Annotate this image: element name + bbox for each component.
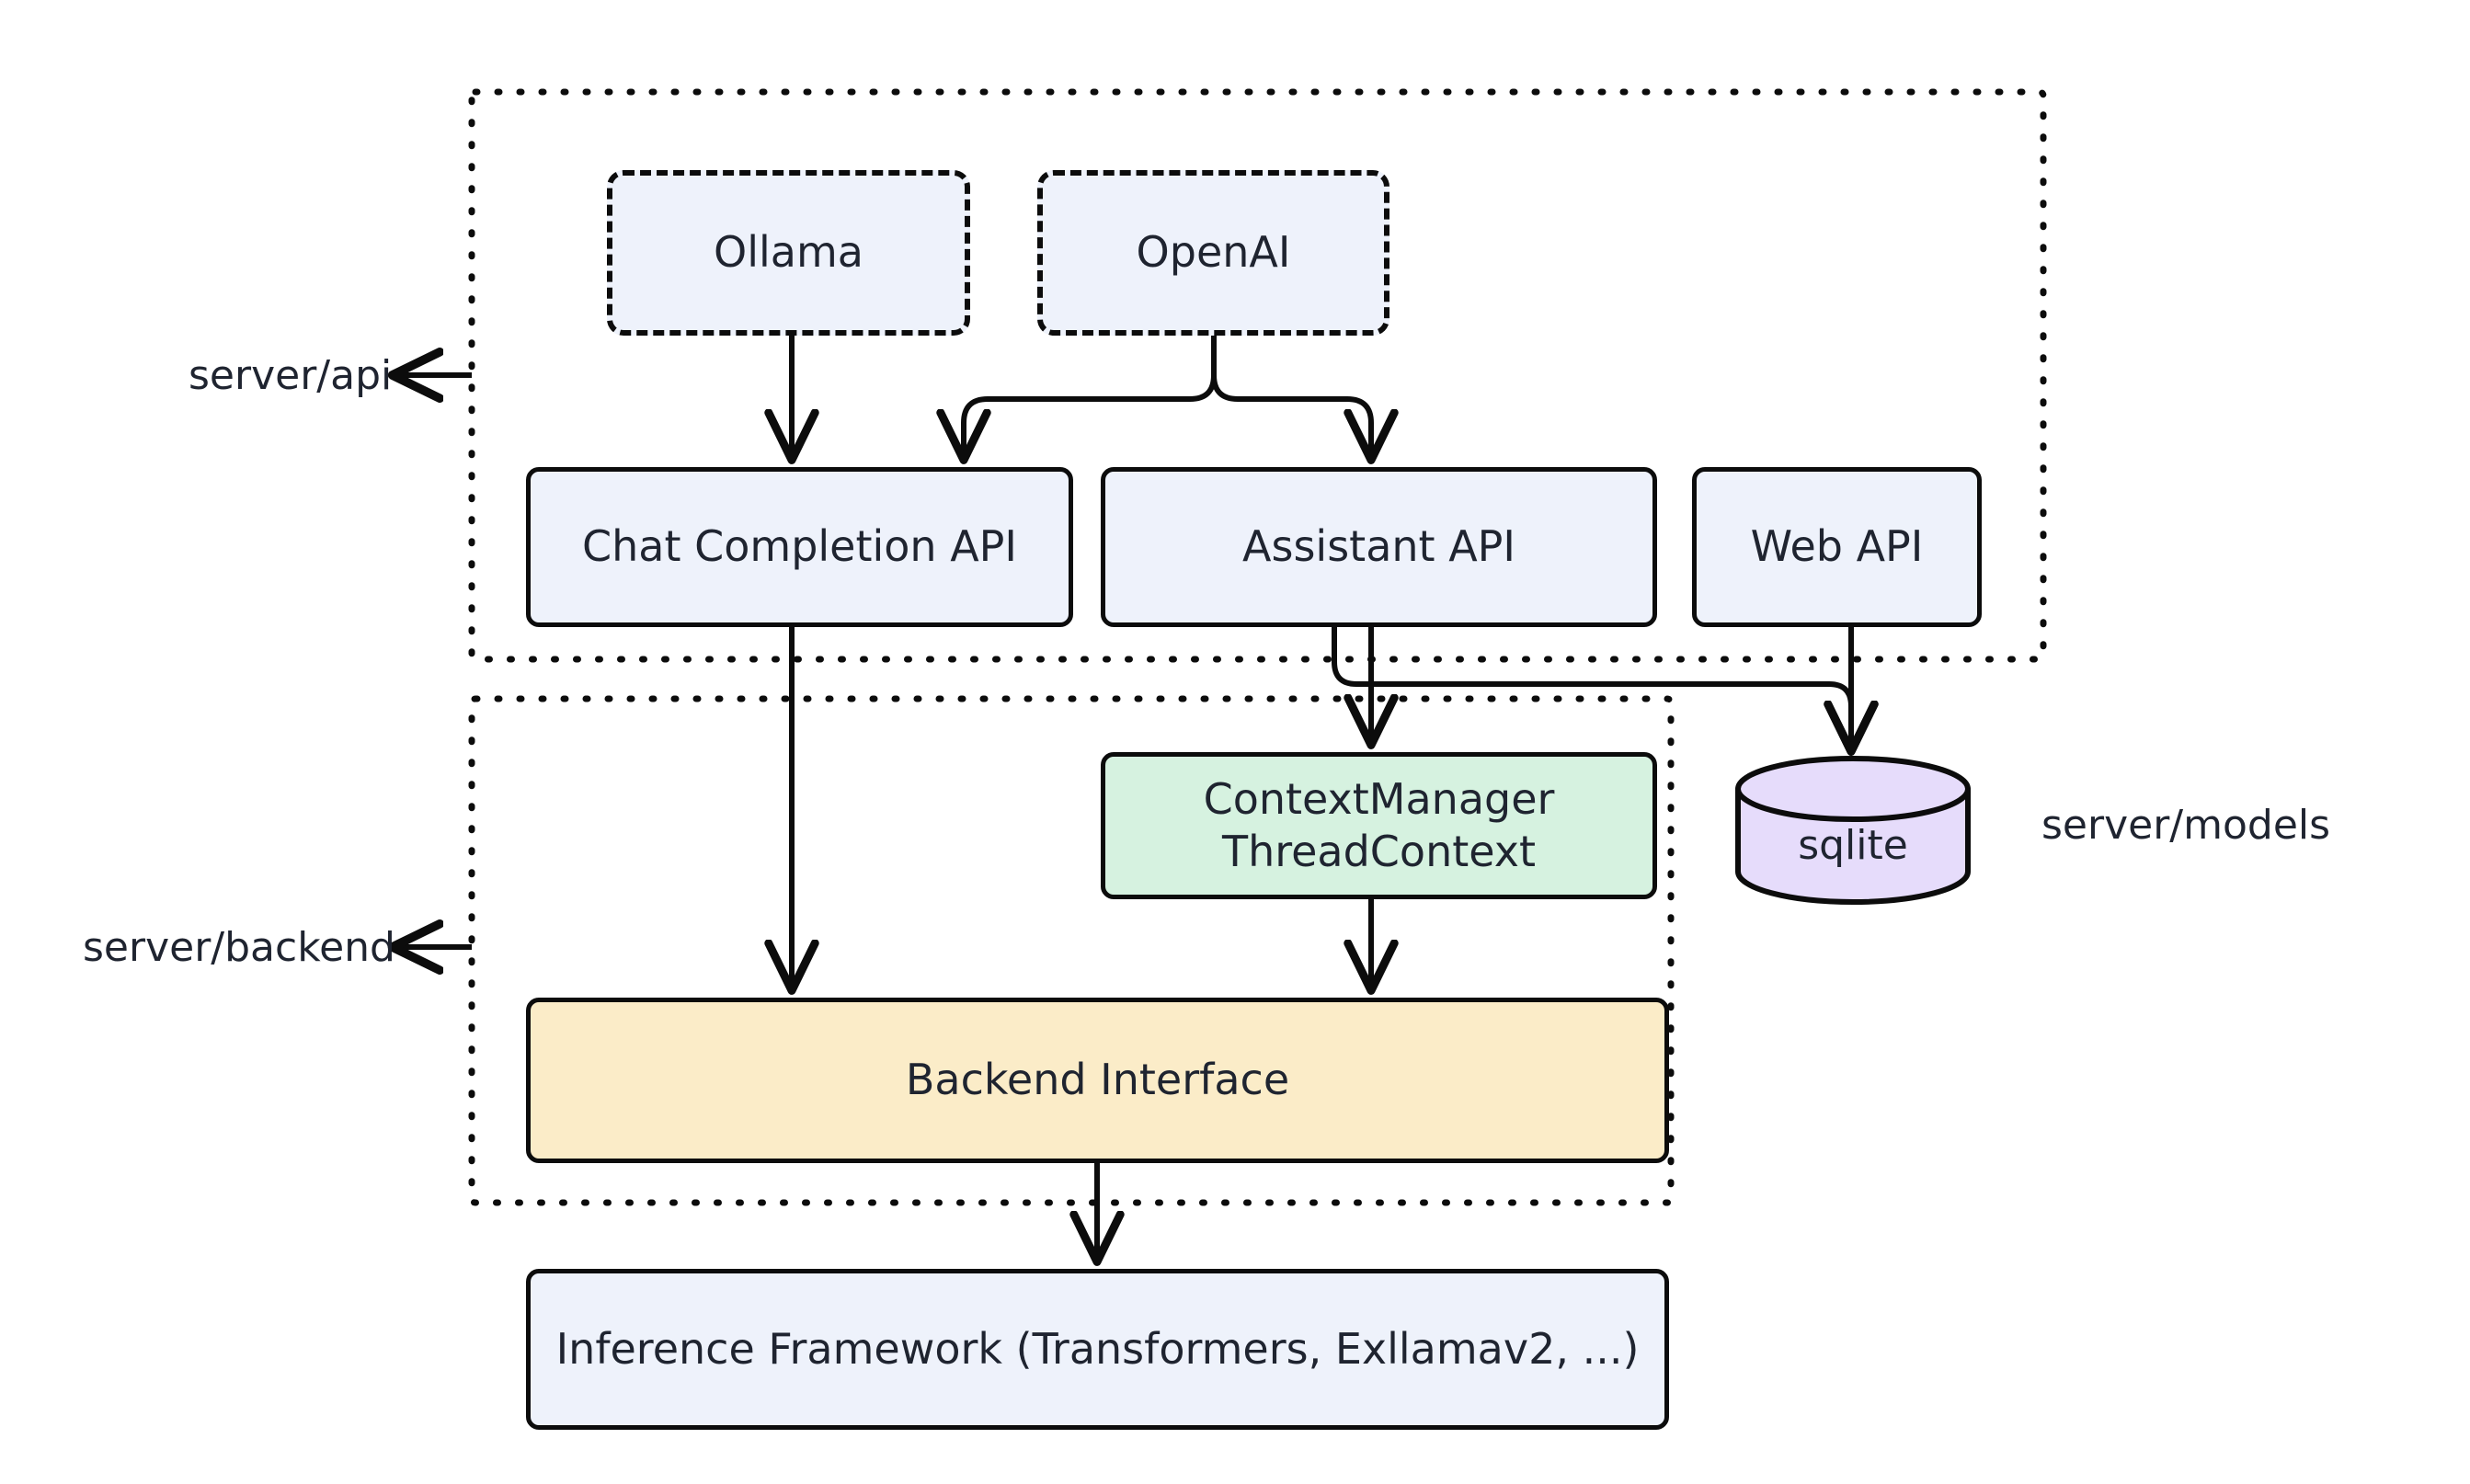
- node-sqlite-label: sqlite: [1798, 822, 1908, 869]
- node-web-api-label: Web API: [1750, 521, 1924, 572]
- group-frame-server-backend: [468, 695, 1675, 1206]
- group-label-server-models: server/models: [2041, 802, 2331, 849]
- node-inference-framework[interactable]: Inference Framework (Transformers, Exlla…: [526, 1269, 1669, 1430]
- edge-openai-to-assistant-api: [1211, 336, 1371, 455]
- edge-openai-to-chat-completion-api: [964, 336, 1217, 455]
- node-sqlite[interactable]: sqlite: [1738, 789, 1968, 902]
- sqlite-cylinder-shape: [1735, 756, 1971, 905]
- node-chat-completion-api-label: Chat Completion API: [582, 521, 1017, 572]
- node-ollama[interactable]: Ollama: [607, 170, 970, 336]
- group-label-server-api: server/api: [189, 352, 393, 399]
- group-frame-server-api: [468, 88, 2047, 663]
- node-web-api[interactable]: Web API: [1692, 467, 1982, 627]
- node-backend-interface[interactable]: Backend Interface: [526, 998, 1669, 1163]
- edge-assistant-api-to-sqlite: [1332, 627, 1851, 747]
- node-ollama-label: Ollama: [714, 227, 863, 278]
- node-context-manager-label-line2: ThreadContext: [1221, 827, 1537, 876]
- node-backend-interface-label: Backend Interface: [905, 1055, 1290, 1105]
- node-openai-label: OpenAI: [1136, 227, 1291, 278]
- node-context-manager[interactable]: ContextManager ThreadContext: [1101, 752, 1657, 899]
- node-context-manager-label-line1: ContextManager: [1203, 773, 1555, 824]
- node-chat-completion-api[interactable]: Chat Completion API: [526, 467, 1073, 627]
- node-inference-framework-label: Inference Framework (Transformers, Exlla…: [555, 1323, 1640, 1374]
- group-label-server-backend: server/backend: [83, 924, 395, 971]
- node-openai[interactable]: OpenAI: [1037, 170, 1389, 336]
- node-assistant-api-label: Assistant API: [1242, 521, 1515, 572]
- node-assistant-api[interactable]: Assistant API: [1101, 467, 1657, 627]
